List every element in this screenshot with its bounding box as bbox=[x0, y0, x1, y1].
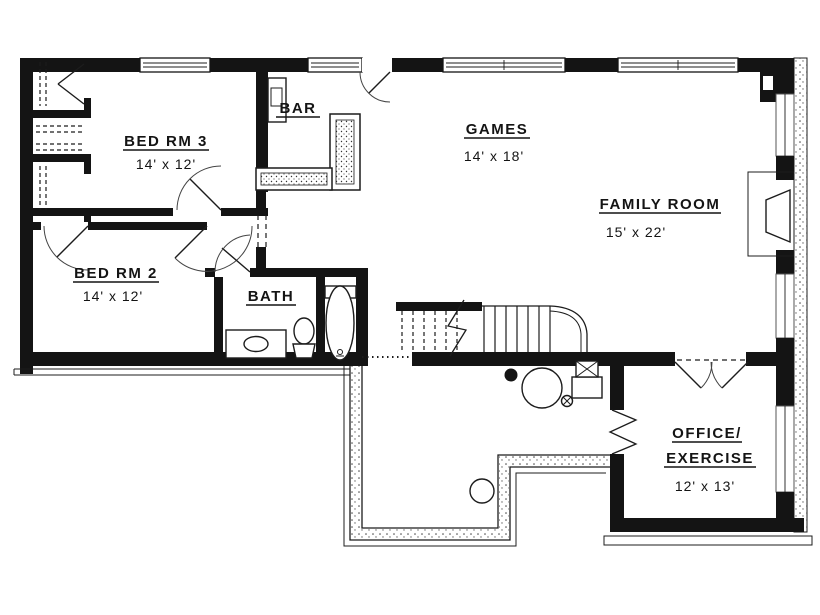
windows-top bbox=[139, 57, 739, 103]
toilet bbox=[292, 317, 316, 359]
games-label: GAMES bbox=[466, 121, 529, 138]
bifold-door bbox=[57, 63, 85, 85]
mechanical bbox=[469, 360, 603, 504]
furnace-icon bbox=[571, 360, 603, 399]
bed3-door bbox=[176, 165, 222, 211]
family-room-dims: 15' x 22' bbox=[606, 224, 666, 240]
firebox bbox=[765, 188, 791, 244]
doors bbox=[174, 165, 267, 273]
office-dims: 12' x 13' bbox=[675, 478, 735, 494]
bath-label: BATH bbox=[248, 288, 295, 305]
column-icon bbox=[469, 478, 495, 504]
closets bbox=[36, 62, 89, 271]
closet-door bbox=[43, 225, 89, 271]
lower-foundation bbox=[13, 366, 612, 547]
bathroom bbox=[225, 285, 357, 361]
stairs bbox=[362, 299, 588, 358]
stair-rail bbox=[549, 305, 588, 352]
window bbox=[442, 57, 566, 73]
window bbox=[139, 57, 211, 73]
water-heater-icon bbox=[521, 367, 563, 409]
office-label-line1: OFFICE/ bbox=[672, 425, 742, 442]
games-dims: 14' x 18' bbox=[464, 148, 524, 164]
bed2-dims: 14' x 12' bbox=[83, 288, 143, 304]
double-doors bbox=[674, 361, 749, 389]
break-line bbox=[446, 299, 468, 357]
floor-drain-icon bbox=[560, 394, 574, 408]
bathtub bbox=[325, 285, 355, 361]
office-room bbox=[603, 359, 813, 546]
bed2-door bbox=[174, 225, 253, 272]
window bbox=[775, 273, 795, 339]
window bbox=[617, 57, 739, 73]
bed3-dims: 14' x 12' bbox=[136, 156, 196, 172]
bar-label: BAR bbox=[280, 100, 317, 117]
right-foundation-wall bbox=[775, 57, 808, 533]
office-label-line2: EXERCISE bbox=[666, 450, 754, 467]
window bbox=[307, 57, 363, 73]
bed2-label: BED RM 2 bbox=[74, 265, 158, 282]
labels: BED RM 3 14' x 12' BAR GAMES 14' x 18' F… bbox=[73, 100, 756, 494]
walls bbox=[20, 58, 792, 374]
bath-door bbox=[214, 234, 251, 273]
window bbox=[775, 93, 795, 157]
bed3-label: BED RM 3 bbox=[124, 133, 208, 150]
window bbox=[775, 405, 795, 493]
support-post-icon bbox=[504, 368, 518, 382]
door-top-bar bbox=[359, 58, 392, 103]
sink bbox=[243, 335, 269, 353]
fireplace bbox=[747, 171, 795, 257]
bar-area bbox=[255, 77, 361, 191]
family-room-label: FAMILY ROOM bbox=[600, 196, 721, 213]
wall-break bbox=[608, 409, 638, 455]
footing-line bbox=[603, 535, 813, 546]
